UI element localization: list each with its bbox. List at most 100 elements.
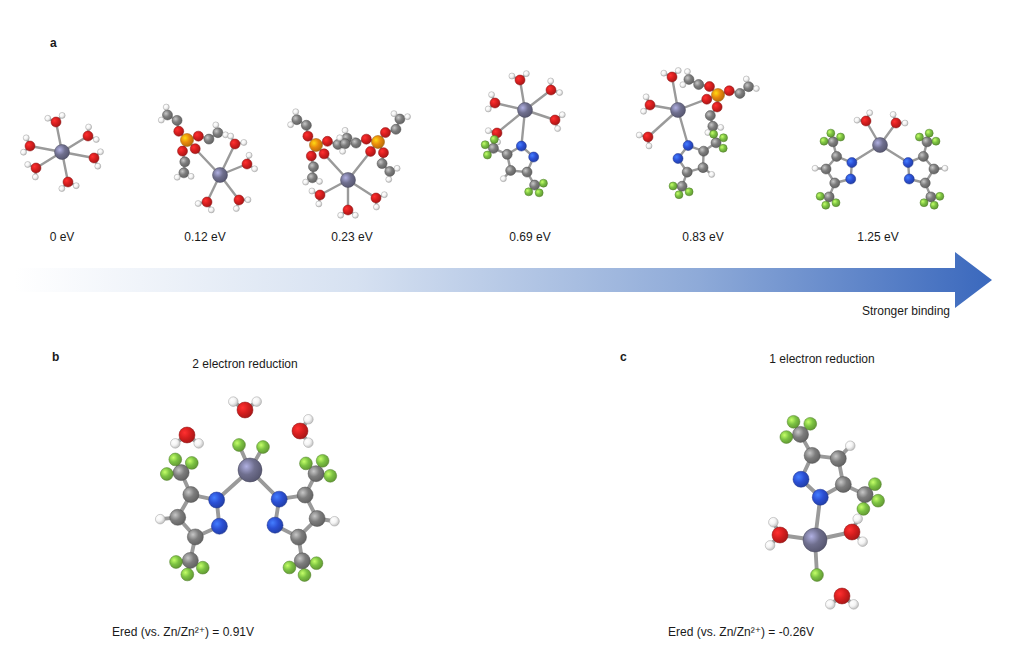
atom	[155, 514, 165, 524]
atom	[294, 553, 310, 569]
atom	[822, 201, 830, 209]
atom	[233, 439, 246, 452]
atom	[391, 111, 397, 117]
atom	[394, 165, 400, 171]
atom	[812, 165, 818, 171]
atom	[837, 133, 845, 141]
atom	[922, 137, 932, 147]
atom	[720, 134, 728, 142]
atom	[719, 144, 727, 152]
atom	[671, 103, 686, 118]
atom	[292, 423, 308, 439]
atom	[787, 415, 800, 428]
atom	[373, 204, 379, 210]
atom	[515, 75, 525, 85]
atom	[300, 457, 313, 470]
atom	[174, 174, 180, 180]
atom	[646, 143, 652, 149]
atom	[180, 157, 190, 167]
atom	[710, 130, 718, 138]
atom	[86, 124, 92, 130]
atom	[702, 94, 712, 104]
atom	[183, 487, 199, 503]
atom	[202, 197, 212, 207]
atom	[21, 149, 27, 155]
atom	[735, 88, 745, 98]
energy-label: 0.23 eV	[331, 230, 372, 244]
atom	[187, 529, 203, 545]
atom	[936, 192, 944, 200]
atom	[93, 136, 99, 142]
atom	[930, 201, 938, 209]
atom	[834, 588, 850, 604]
atom	[832, 151, 842, 161]
atom	[915, 133, 923, 141]
atom	[246, 152, 252, 158]
atom	[925, 129, 933, 137]
atom	[293, 109, 299, 115]
atom	[490, 98, 500, 108]
atom	[193, 131, 203, 141]
atom	[228, 397, 238, 407]
atom	[307, 173, 317, 183]
atom	[718, 124, 724, 130]
atom	[827, 129, 835, 137]
atom	[522, 167, 532, 177]
atom	[182, 552, 198, 568]
atom	[89, 153, 99, 163]
atom	[55, 145, 70, 160]
atom	[867, 110, 873, 116]
atom	[378, 148, 388, 158]
atom	[485, 106, 491, 112]
atom	[361, 134, 371, 144]
atom	[835, 476, 851, 492]
atom	[869, 478, 882, 491]
atom	[208, 207, 214, 213]
atom	[698, 163, 708, 173]
atom	[97, 149, 103, 155]
atom	[675, 191, 683, 199]
atom	[352, 212, 358, 218]
atom	[211, 518, 227, 534]
atom	[179, 168, 189, 178]
atom	[858, 537, 868, 547]
atom	[920, 199, 928, 207]
atom	[172, 115, 182, 125]
atom	[932, 137, 940, 145]
atom	[204, 134, 214, 144]
atom	[185, 457, 198, 470]
atom	[338, 212, 344, 218]
atom	[712, 89, 725, 102]
atom	[304, 414, 314, 424]
atom	[83, 131, 93, 141]
atom	[158, 117, 164, 123]
atom	[306, 151, 316, 161]
molecule	[765, 415, 884, 609]
molecule	[21, 112, 104, 191]
atom	[59, 186, 65, 192]
atom	[343, 205, 353, 215]
atom	[303, 179, 309, 185]
atom	[812, 489, 828, 505]
atom	[675, 68, 681, 74]
atom	[213, 122, 219, 128]
atom	[673, 153, 683, 163]
atom	[288, 122, 294, 128]
atom	[170, 509, 186, 525]
atom	[828, 137, 838, 147]
atom	[890, 111, 896, 117]
atom	[63, 177, 73, 187]
atom	[377, 159, 387, 169]
molecule-layer	[21, 68, 948, 610]
atom	[391, 124, 401, 134]
atom	[483, 151, 491, 159]
atom	[213, 168, 228, 183]
atom	[245, 197, 251, 203]
atom	[177, 146, 187, 156]
atom	[179, 427, 195, 443]
atom	[381, 192, 387, 198]
atom	[190, 144, 200, 154]
atom	[366, 146, 376, 156]
atom	[59, 112, 65, 118]
atom	[804, 447, 820, 463]
